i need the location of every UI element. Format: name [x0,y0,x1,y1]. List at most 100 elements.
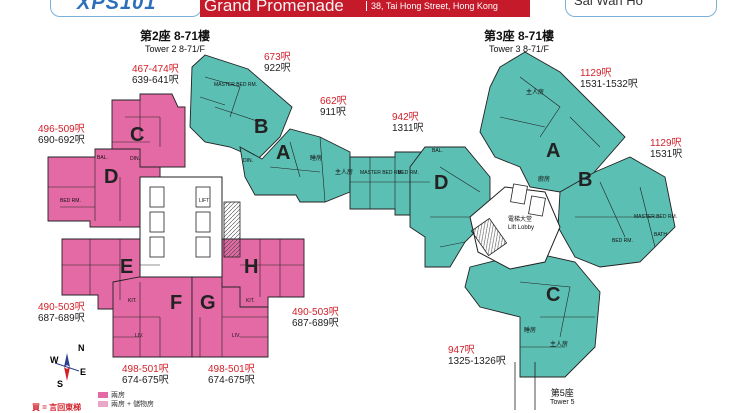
room-label-kit: KIT. [246,298,255,304]
size-label-t3-c: 947呎 1325-1326呎 [448,345,506,367]
t2-unit-h-shape [221,238,305,308]
size-saleable: 942呎 [392,112,419,123]
header-bar: Grand Promenade 38, Tai Hong Street, Hon… [200,0,530,17]
size-label-t2-b: 673呎 922呎 [264,52,291,74]
size-gross: 639-641呎 [132,75,179,86]
t2-lift-6 [195,236,211,258]
size-gross: 690-692呎 [38,135,85,146]
legend-label: 兩房 + 儲物房 [111,400,154,408]
compass-n: N [78,343,85,353]
tower-2-title-zh: 第2座 8-71樓 [140,29,211,43]
legend-item: 兩房 + 儲物房 [98,399,154,408]
header: XPS101 Grand Promenade 38, Tai Hong Stre… [0,0,730,17]
tower-3-title-zh: 第3座 8-71樓 [484,29,555,43]
t2-unit-d-letter: D [104,166,119,188]
room-label-master-zh: 主人房 [526,90,545,96]
size-label-t3-d: 942呎 1311呎 [392,112,424,134]
legend: 兩房 兩房 + 儲物房 [98,390,154,408]
size-label-t2-d: 496-509呎 690-692呎 [38,124,85,146]
compass-e: E [80,367,87,377]
room-label-liv: LIV. [135,333,144,339]
size-label-t3-b: 1129呎 1531呎 [650,138,682,160]
tower-5-label-zh: 第5座 [550,388,574,398]
room-label-din: DIN. [130,156,140,162]
room-label-lobby-en: Lift Lobby [508,225,535,231]
floor-plan-drawing [47,51,676,410]
compass-s: S [57,379,64,389]
t2-lift-5 [195,211,211,233]
t2-stair [223,201,241,258]
t2-unit-a-letter: A [276,142,291,164]
compass-w: W [50,355,59,365]
size-label-t2-g: 498-501呎 674-675呎 [208,364,255,386]
legend-swatch [98,391,108,398]
size-gross: 1325-1326呎 [448,356,506,367]
room-label-master-zh: 主人房 [550,342,569,348]
size-saleable: 490-503呎 [292,307,339,318]
tower-2-title: 第2座 8-71樓 Tower 2 8-71/F [140,27,210,54]
t2-lift-4 [195,186,211,208]
size-saleable: 947呎 [448,345,475,356]
legend-item: 兩房 [98,390,154,399]
t2-lift-3 [149,236,165,258]
room-label-din: DIN. [243,158,253,164]
size-gross: 1531-1532呎 [580,79,638,90]
size-saleable: 498-501呎 [208,364,255,375]
size-gross: 1311呎 [392,123,424,134]
t3-partitions [350,76,660,348]
tower-5-label-en: Tower 5 [550,399,575,406]
size-label-t2-h: 490-503呎 687-689呎 [292,307,339,329]
size-gross: 687-689呎 [292,318,339,329]
room-label-master: MASTER BED RM. [360,170,404,176]
t2-lift-1 [149,186,165,208]
size-label-t3-a: 1129呎 1531-1532呎 [580,68,638,90]
size-saleable: 1129呎 [650,138,682,149]
size-gross: 922呎 [264,63,291,74]
tower-3-title: 第3座 8-71樓 Tower 3 8-71/F [484,27,554,54]
t2-partitions [48,76,326,357]
size-gross: 687-689呎 [38,313,85,324]
t2-unit-f-letter: F [170,292,183,314]
room-label-bed-zh: 睡房 [310,156,323,162]
legend-swatch [98,400,108,407]
room-label-kitchen-zh: 廚房 [538,177,551,183]
tower-5-label: 第5座 Tower 5 [550,386,575,406]
size-saleable: 490-503呎 [38,302,85,313]
t5-outline [514,362,536,410]
room-label-lobby-zh: 電梯大堂 [508,217,533,223]
compass-icon: N W E S [45,343,90,390]
size-saleable: 1129呎 [580,68,612,79]
t2-unit-c-letter: C [130,124,145,146]
room-label-liv: LIV. [232,333,241,339]
t3-unit-c-letter: C [546,284,561,306]
t3-unit-d-letter: D [434,172,449,194]
size-saleable: 662呎 [320,96,347,107]
size-label-t2-f: 498-501呎 674-675呎 [122,364,169,386]
size-gross: 1531呎 [650,149,683,160]
size-saleable: 498-501呎 [122,364,169,375]
t3-lift-1 [510,183,528,205]
header-right-tab: Sai Wan Ho [565,0,717,17]
room-label-kit: KIT. [128,298,137,304]
district-text: Sai Wan Ho [574,0,643,8]
room-label-bed: BED RM. [612,238,633,244]
room-label-master: MASTER BED RM. [214,82,258,88]
size-label-t2-c: 467-474呎 639-641呎 [132,64,179,86]
size-label-t2-e: 490-503呎 687-689呎 [38,302,85,324]
estate-address: 38, Tai Hong Street, Hong Kong [366,1,498,11]
t3-unit-b-shape [557,156,676,268]
size-gross: 911呎 [320,107,346,118]
room-label-bed-zh: 睡房 [524,328,537,334]
size-saleable: 496-509呎 [38,124,85,135]
size-saleable: 673呎 [264,52,291,63]
room-label-lift: LIFT [199,198,210,204]
t2-unit-b-letter: B [254,116,269,138]
t2-unit-g-letter: G [200,292,216,314]
t3-unit-a-letter: A [546,140,561,162]
t2-unit-f-shape [112,271,193,358]
tower-2-title-en: Tower 2 8-71/F [145,44,206,54]
legend-label: 兩房 [111,391,125,399]
room-label-bed: BED RM. [60,198,81,204]
size-label-t2-a: 662呎 911呎 [320,96,347,118]
room-label-bal: BAL. [432,148,443,154]
